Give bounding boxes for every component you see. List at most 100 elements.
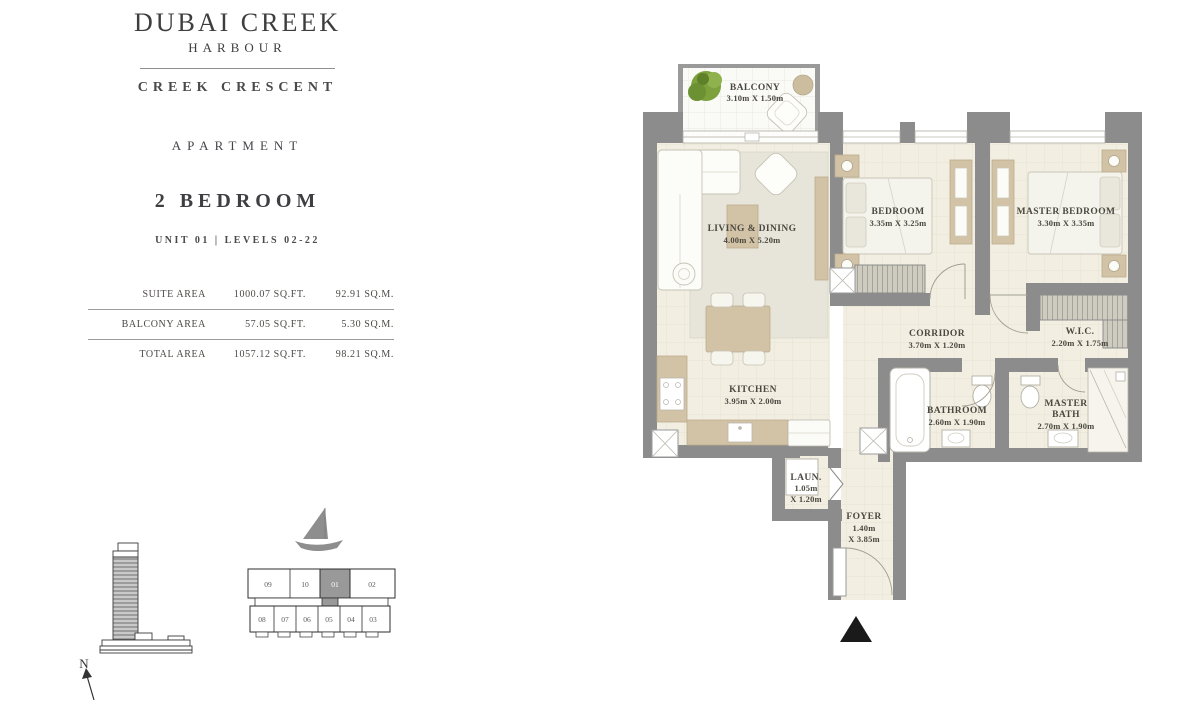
brand-title: DUBAI CREEK [133,8,342,37]
wall [893,462,906,600]
area-sqft: 57.05 SQ.FT. [245,319,306,330]
keyplan-unit: 03 [369,615,377,624]
shower [1087,367,1129,453]
lamp-icon [1108,155,1120,167]
wall [995,358,1009,462]
bathroom: BATHROOM 2.60m X 1.90m [889,367,996,453]
wall [967,112,1010,143]
wall [828,448,841,468]
shaft-box [829,267,856,294]
sink [941,429,971,448]
brand-block: DUBAI CREEK HARBOUR CREEK CRESCENT APART… [75,8,400,246]
living-dims: 4.00m X 5.20m [724,235,781,245]
kitchen-sink [727,422,753,443]
wall [643,445,800,458]
door-arc [989,294,1029,334]
kitchen: KITCHEN 3.95m X 2.00m [651,355,888,458]
master-bath-label-2: BATH [1052,410,1080,420]
foyer: FOYER 1.40m X 3.85m [832,512,893,642]
bedroom-dims: 3.35m X 3.25m [870,218,927,228]
entry-marker-icon [840,616,872,642]
wic-dims: 2.20m X 1.75m [1052,338,1109,348]
keyplan-unit: 05 [325,615,333,624]
laundry-door [829,467,844,501]
wardrobe [854,264,926,294]
laundry: LAUN. 1.05m X 1.20m [785,458,844,504]
keyplan-unit: 07 [281,615,289,624]
wall [1128,143,1142,462]
master-bath-label-1: MASTER [1044,399,1087,409]
brand-subtitle: HARBOUR [188,40,287,55]
balcony-table [792,74,814,96]
wall [1105,112,1142,143]
toilet-icon [1020,375,1041,409]
lamp-icon [841,160,853,172]
windows [682,130,1106,144]
side-table [672,262,696,286]
pillow [845,182,867,214]
lamp-icon [1108,260,1120,272]
closet [1039,294,1129,321]
pillow [1099,213,1121,248]
wall [830,293,930,306]
wall [818,112,843,143]
entry-door-leaf [832,547,847,597]
foyer-label: FOYER [846,512,881,522]
building-elevation-icon [99,542,193,654]
area-label: SUITE AREA [142,289,206,300]
project-name: CREEK CRESCENT [137,80,338,95]
stove [659,377,685,411]
keyplan-unit: 09 [264,580,272,589]
dining-chair [742,292,766,308]
keyplan-unit: 06 [303,615,311,624]
door-arc [1057,364,1086,393]
wall [900,122,915,143]
dining-chair [710,292,734,308]
laundry-dims-2: X 1.20m [790,494,822,504]
balcony-wall-top [678,64,820,68]
area-table: SUITE AREA 1000.07 SQ.FT. 92.91 SQ.M. BA… [88,280,394,369]
laundry-dims-1: 1.05m [795,483,818,493]
area-sqm: 98.21 SQ.M. [335,349,394,360]
balcony-wall-left [678,64,683,140]
table-row: SUITE AREA 1000.07 SQ.FT. 92.91 SQ.M. [88,280,394,310]
closet [1102,319,1129,349]
north-label: N [79,656,89,671]
wall [1026,283,1040,331]
bedroom-door-floor [930,293,975,307]
wall [643,112,683,143]
master-bedroom-dims: 3.30m X 3.35m [1038,218,1095,228]
bathroom-dims: 2.60m X 1.90m [929,417,986,427]
wall [1040,283,1138,295]
master-bedroom: MASTER BEDROOM 3.30m X 3.35m [989,149,1127,334]
bedroom: BEDROOM 3.35m X 3.25m [829,154,973,300]
bathroom-label: BATHROOM [927,406,987,416]
area-sqft: 1057.12 SQ.FT. [233,349,306,360]
laundry-label: LAUN. [790,473,821,483]
plant-icon [688,71,722,101]
area-sqm: 92.91 SQ.M. [335,289,394,300]
keyplan-bottom-block [249,605,391,633]
keyplan-corridor [254,597,389,607]
dining-chair [710,350,734,366]
wall [772,509,842,521]
table-row: TOTAL AREA 1057.12 SQ.FT. 98.21 SQ.M. [88,340,394,369]
wall [995,358,1058,372]
area-label: TOTAL AREA [139,349,206,360]
wall [772,445,785,521]
wall [975,143,990,315]
unit-type: 2 BEDROOM [154,190,321,212]
pillow [1099,176,1121,211]
area-label: BALCONY AREA [121,319,206,330]
foyer-dims-2: X 3.85m [848,534,880,544]
shaft-box [651,429,679,458]
wic-label: W.I.C. [1066,327,1095,337]
door-arc [961,372,996,407]
master-bed [1027,171,1123,255]
location-graphics: 09 10 01 02 08 07 06 05 04 03 N [79,508,396,701]
living-dining: LIVING & DINING 4.00m X 5.20m [657,149,829,366]
foyer-floor [841,448,893,600]
corridor-label: CORRIDOR [909,329,965,339]
lounge-chair [766,92,808,134]
area-sqft: 1000.07 SQ.FT. [233,289,306,300]
